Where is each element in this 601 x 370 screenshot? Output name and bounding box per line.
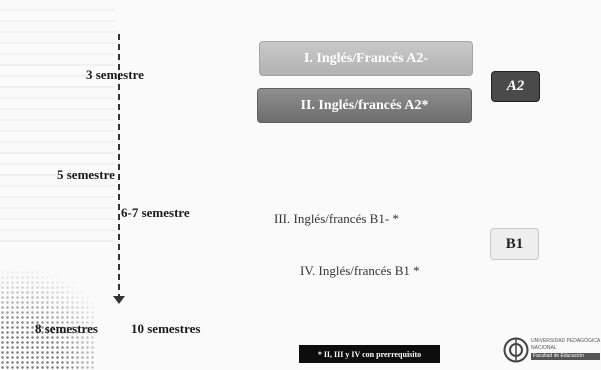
semester-6-7-label: 6-7 semestre (121, 205, 190, 220)
level-iii-label: III. Inglés/francés B1- * (274, 211, 399, 226)
badge-b1: B1 (490, 228, 539, 260)
badge-a2: A2 (491, 71, 540, 102)
dotted-pattern-decoration (0, 250, 95, 369)
logo-line-3: Facultad de Educación (531, 353, 601, 360)
level-i-label: I. Inglés/Francés A2- (303, 50, 429, 66)
logo-text: UNIVERSIDAD PEDAGÓGICA NACIONAL Facultad… (531, 338, 601, 360)
prerequisite-note: * II, III y IV con prerrequisito (299, 345, 440, 363)
university-logo: UNIVERSIDAD PEDAGÓGICA NACIONAL Facultad… (503, 335, 601, 367)
level-ii-label: II. Inglés/francés A2* (300, 97, 429, 113)
timeline-arrow-icon (113, 296, 125, 304)
semester-3-label: 3 semestre (86, 67, 144, 82)
level-ii-box: II. Inglés/francés A2* (257, 88, 472, 123)
logo-line-1: UNIVERSIDAD PEDAGÓGICA (531, 338, 601, 344)
logo-line-2: NACIONAL (531, 345, 557, 351)
university-seal-icon (503, 337, 529, 363)
semester-8-label: 8 semestres (35, 321, 98, 336)
semester-10-label: 10 semestres (131, 321, 201, 336)
timeline-dashed-line (118, 34, 120, 300)
semester-5-label: 5 semestre (57, 167, 115, 182)
level-i-box: I. Inglés/Francés A2- (259, 41, 473, 76)
background-text-texture (0, 0, 115, 250)
level-iv-label: IV. Inglés/francés B1 * (300, 263, 420, 278)
